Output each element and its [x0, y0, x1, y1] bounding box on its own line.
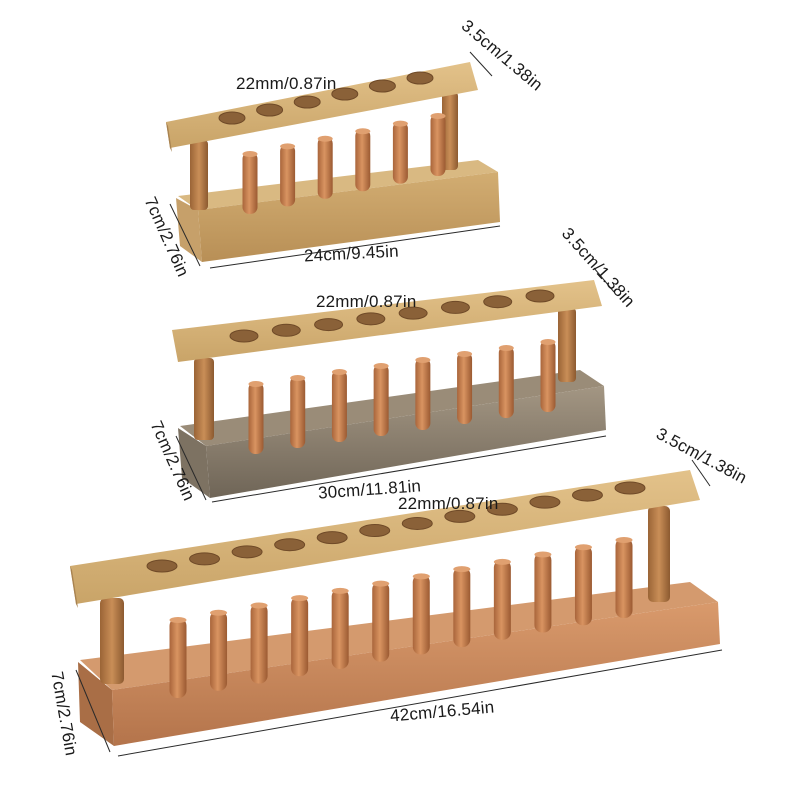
small-rack-peg [242, 151, 258, 214]
large-rack-peg [493, 558, 511, 640]
small-rack-peg [317, 135, 333, 199]
medium-rack-peg [290, 375, 306, 448]
small-rack-top-board [166, 62, 478, 148]
large-rack-left-post [100, 598, 124, 684]
large-rack-hole [444, 509, 476, 523]
large-rack-peg [169, 617, 187, 698]
small-rack-top-board-edge [166, 122, 172, 152]
medium-rack-peg [415, 357, 431, 430]
large-rack-peg [372, 580, 390, 662]
large-rack-peg [615, 537, 633, 618]
large-rack-peg [534, 551, 552, 633]
large-rack-hole [571, 488, 603, 502]
medium-rack [172, 280, 606, 498]
large-rack-hole [316, 531, 348, 545]
small-rack-right-post [442, 92, 458, 170]
large-rack-peg [331, 587, 349, 669]
small-rack-peg [280, 143, 296, 207]
small-rack-left-post [190, 140, 208, 210]
medium-rack-hole [314, 318, 344, 332]
medium-rack-hole [440, 300, 470, 314]
medium-rack-left-post [194, 358, 214, 440]
medium-rack-base-front [178, 428, 210, 498]
small-rack-peg [392, 120, 408, 184]
medium-rack-hole [525, 289, 555, 303]
medium-rack-hole [271, 323, 301, 337]
large-rack [70, 470, 720, 746]
large-rack-peg [250, 602, 268, 684]
medium-rack-peg [498, 345, 514, 418]
medium-rack-peg [540, 339, 556, 412]
large-rack-peg [574, 544, 592, 626]
medium-rack-base-top [180, 370, 604, 446]
large-rack-hole [529, 495, 561, 509]
small-rack-peg [355, 128, 371, 192]
medium-rack-peg [331, 369, 347, 442]
small-rack [166, 62, 500, 262]
small-rack-base-side [198, 172, 500, 262]
small-rack-peg [430, 113, 446, 176]
small-rack-hole [256, 103, 284, 117]
large-rack-hole [401, 516, 433, 530]
large-rack-hole [274, 538, 306, 552]
large-rack-hole-label: 22mm/0.87in [398, 494, 499, 513]
large-rack-peg [210, 609, 228, 691]
large-rack-hole [146, 559, 178, 573]
small-rack-hole [368, 79, 396, 93]
large-rack-hole [231, 545, 263, 559]
medium-rack-hole [483, 295, 513, 309]
medium-rack-peg [248, 381, 264, 454]
small-rack-hole [406, 71, 434, 85]
medium-rack-peg [457, 351, 473, 424]
dimension-lines [75, 51, 723, 757]
large-rack-peg [453, 566, 471, 648]
small-rack-hole [331, 87, 359, 101]
large-rack-hole [359, 524, 391, 538]
large-rack-peg [412, 573, 430, 655]
large-rack-base-top [80, 582, 718, 690]
medium-rack-right-post [558, 308, 576, 382]
small-rack-hole [218, 111, 246, 125]
medium-rack-hole-label: 22mm/0.87in [316, 292, 417, 311]
large-rack-base-side [112, 602, 720, 746]
small-rack-base-top [178, 160, 498, 210]
large-rack-top-board-edge [70, 566, 78, 608]
large-rack-base-front [78, 662, 114, 746]
large-rack-right-post [648, 506, 670, 602]
medium-rack-hole [229, 329, 259, 343]
large-rack-hole [486, 502, 518, 516]
medium-rack-hole [356, 312, 386, 326]
large-rack-peg [291, 595, 309, 677]
large-rack-hole [614, 481, 646, 495]
small-rack-base-front [176, 198, 202, 262]
small-rack-hole-label: 22mm/0.87in [236, 74, 337, 93]
medium-rack-hole [398, 306, 428, 320]
medium-rack-peg [373, 363, 389, 436]
small-rack-hole [293, 95, 321, 109]
large-rack-hole [189, 552, 221, 566]
